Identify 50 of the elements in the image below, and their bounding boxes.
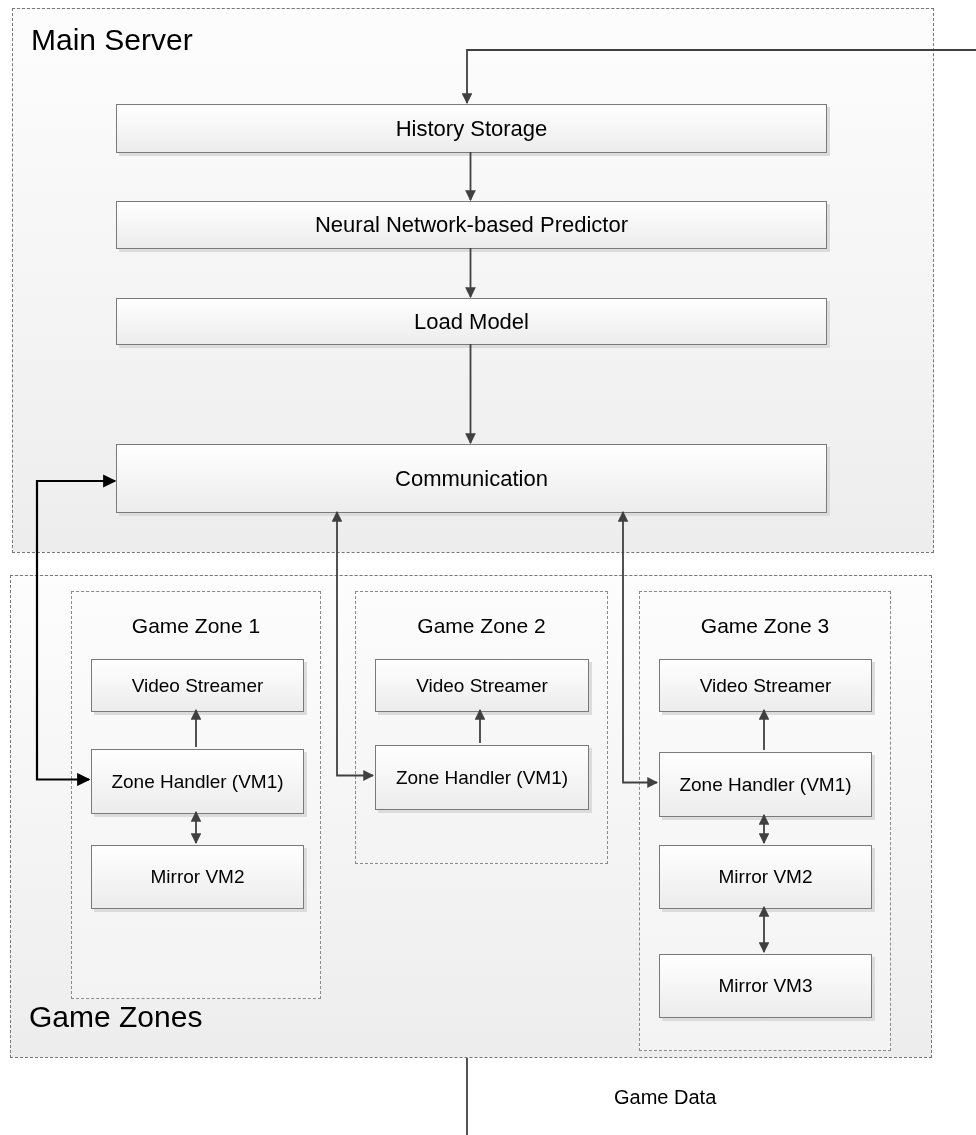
arrow — [758, 708, 770, 751]
box-label: History Storage — [395, 114, 548, 143]
process-box — [659, 659, 872, 712]
group-container — [639, 591, 891, 1051]
process-box — [116, 201, 827, 249]
box-label: Mirror VM3 — [718, 974, 813, 998]
process-box — [375, 659, 589, 712]
box-label: Video Streamer — [416, 673, 548, 698]
box-label: Load Model — [414, 307, 529, 336]
box-label: Video Streamer — [699, 673, 832, 698]
arrow — [758, 905, 770, 954]
note-text: Game Data — [614, 1085, 717, 1110]
group-title: Game Zone 2 — [416, 613, 547, 639]
arrow — [465, 151, 476, 202]
group-container — [71, 591, 321, 999]
box-label: Zone Handler (VM1) — [395, 765, 569, 790]
box-label: Neural Network-based Predictor — [315, 211, 628, 239]
arrow — [474, 708, 486, 744]
process-box — [91, 659, 304, 712]
group-title: Main Server — [31, 22, 193, 58]
process-box — [116, 104, 827, 153]
group-title: Game Zone 1 — [130, 613, 262, 639]
arrow — [35, 474, 117, 787]
group-container — [10, 575, 932, 1058]
arrow — [331, 510, 375, 781]
group-title: Game Zones — [29, 999, 203, 1035]
arrow — [465, 343, 476, 445]
process-box — [659, 954, 872, 1018]
box-label: Mirror VM2 — [718, 865, 813, 889]
box-label: Video Streamer — [131, 673, 264, 698]
process-box — [91, 749, 304, 814]
process-box — [116, 298, 827, 345]
box-label: Zone Handler (VM1) — [111, 769, 284, 794]
box-label: Zone Handler (VM1) — [679, 772, 852, 797]
process-box — [116, 444, 827, 513]
process-box — [659, 752, 872, 817]
arrow — [190, 810, 202, 845]
box-label: Mirror VM2 — [150, 865, 245, 889]
process-box — [91, 845, 304, 909]
group-container — [355, 591, 608, 864]
process-box — [375, 745, 589, 810]
process-box — [659, 845, 872, 909]
group-title: Game Zone 3 — [699, 613, 831, 639]
group-container — [12, 8, 934, 553]
arrow — [617, 510, 659, 788]
arrow — [461, 49, 976, 105]
arrow — [758, 813, 770, 845]
arrow — [465, 247, 476, 299]
box-label: Communication — [395, 464, 548, 493]
arrow — [190, 708, 202, 748]
